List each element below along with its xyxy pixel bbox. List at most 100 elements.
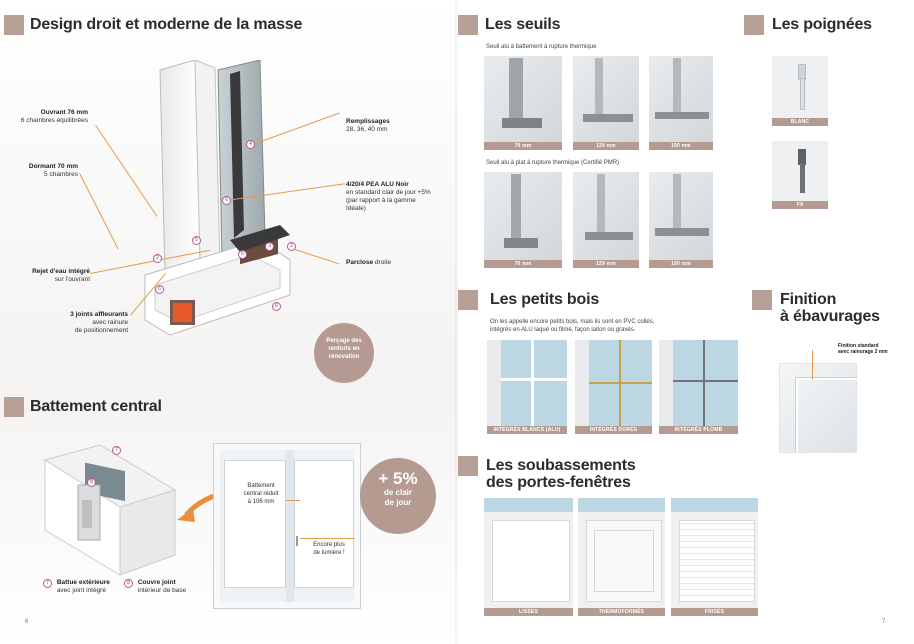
- seuils-row2-caption: Seuil alu à plat à rupture thermique (Ce…: [486, 160, 620, 166]
- seuil-tag: 129 mm: [573, 142, 639, 150]
- callout-title: 3 joints affleurants: [70, 311, 128, 318]
- callout-sub: Idéale): [346, 205, 366, 212]
- badge-line: renforts en: [328, 346, 360, 352]
- section-title-design: Design droit et moderne de la masse: [30, 16, 303, 33]
- battement-illustration: [43, 445, 177, 576]
- section-marker: [458, 290, 478, 310]
- marker-number: 6: [222, 196, 231, 205]
- seuil-image: [484, 172, 562, 260]
- badge-line: rénovation: [328, 354, 360, 360]
- legend-title: Battue extérieure: [56, 579, 110, 586]
- section-marker: [744, 15, 764, 35]
- section-marker: [4, 397, 24, 417]
- petits-bois-tag: INTÉGRÉS PLOMB: [659, 426, 738, 434]
- handle-icon: [296, 536, 298, 546]
- window-mullion: [286, 450, 294, 602]
- title-line: Les soubassements: [486, 457, 636, 474]
- marker-number: 5: [192, 236, 201, 245]
- seuil-tag: 70 mm: [484, 260, 562, 268]
- callout-sub: droite: [373, 259, 392, 266]
- marker-number: 7: [112, 446, 121, 455]
- legend-sub: intérieur de base: [137, 587, 187, 594]
- section-title-battement: Battement central: [30, 398, 162, 415]
- handle-image: [772, 56, 828, 118]
- callout-sub: en standard clair de jour +5%: [346, 189, 431, 196]
- soubassement-tag: FRISÉS: [671, 608, 758, 616]
- callout-ouvrant: Ouvrant 76 mm 6 chambres équilibrées: [10, 109, 88, 125]
- page-number-left: 6: [25, 619, 29, 625]
- section-marker: [458, 15, 478, 35]
- section-title-seuils: Les seuils: [485, 16, 561, 33]
- callout-sub: 6 chambres équilibrées: [20, 117, 88, 124]
- handle-tag: F9: [772, 201, 828, 209]
- section-title-petits-bois: Les petits bois: [490, 291, 600, 308]
- leader-line: [286, 500, 300, 501]
- badge-line: Perçage des: [326, 338, 362, 344]
- callout-title: 4/20/4 PEA ALU Noir: [346, 181, 409, 188]
- battement-label: Battement central réduit à 106 mm: [236, 482, 286, 506]
- legend-number: 8: [124, 579, 133, 588]
- marker-number: 3: [265, 242, 274, 251]
- petits-bois-image: [659, 340, 738, 426]
- section-title-soubassements: Les soubassements des portes-fenêtres: [486, 457, 636, 491]
- window-pane-left: [224, 460, 286, 588]
- text-line: intégrés en ALU laqué ou filmé, façon la…: [490, 327, 636, 333]
- section-title-finition: Finition à ébavurages: [780, 291, 880, 325]
- text-line: central réduit: [243, 491, 279, 497]
- callout-parclose: Parclose droite: [346, 259, 446, 267]
- badge-line: de clair: [383, 488, 412, 497]
- profile-illustration: [144, 60, 291, 336]
- leader-line: [812, 350, 813, 380]
- note-line: Finition standard: [838, 343, 879, 349]
- seuil-tag: 190 mm: [649, 142, 713, 150]
- legend-sub: avec joint intégré: [56, 587, 106, 594]
- page-number-right: 7: [882, 619, 886, 625]
- callout-title: Dormant 70 mm: [28, 163, 78, 170]
- callout-sub: 5 chambres: [44, 171, 78, 178]
- encore-label: Encore plus de lumière !: [306, 541, 352, 557]
- seuil-image: [649, 56, 713, 142]
- text-line: Encore plus: [313, 542, 345, 548]
- callout-pea: 4/20/4 PEA ALU Noir en standard clair de…: [346, 181, 451, 213]
- seuil-image: [484, 56, 562, 142]
- badge-line: de jour: [384, 498, 412, 507]
- text-line: On les appelle encore petits bois, mais …: [490, 319, 655, 325]
- badge-big: + 5%: [378, 469, 418, 488]
- seuil-image: [573, 56, 639, 142]
- callout-title: Rejet d'eau intégré: [32, 268, 90, 275]
- section-marker: [458, 456, 478, 476]
- seuil-image: [573, 172, 639, 260]
- section-title-poignees: Les poignées: [772, 16, 872, 33]
- page-spine: [455, 0, 459, 644]
- handle-image: [772, 141, 828, 201]
- note-line: avec rainurage 2 mm: [838, 349, 888, 355]
- section-marker: [752, 290, 772, 310]
- legend-7: 7 Battue extérieure avec joint intégré: [43, 579, 110, 595]
- petits-bois-image: [575, 340, 652, 426]
- marker-number: 8: [87, 478, 96, 487]
- soubassement-image: [578, 498, 665, 608]
- title-line: des portes-fenêtres: [486, 474, 631, 491]
- seuil-tag: 129 mm: [573, 260, 639, 268]
- marker-number: 2: [287, 242, 296, 251]
- clair-de-jour-badge: + 5% de clair de jour: [360, 458, 436, 534]
- section-marker: [4, 15, 24, 35]
- percage-badge: Perçage des renforts en rénovation: [314, 323, 374, 383]
- seuil-tag: 190 mm: [649, 260, 713, 268]
- callout-sub: avec rainure: [92, 319, 128, 326]
- dimension-line: [300, 538, 355, 539]
- title-line: à ébavurages: [780, 308, 880, 325]
- text-line: à 106 mm: [247, 499, 275, 505]
- soubassement-tag: THERMOFORMÉS: [578, 608, 665, 616]
- callout-joints: 3 joints affleurants avec rainure de pos…: [10, 311, 128, 335]
- marker-number: 6: [238, 250, 247, 259]
- callout-remplissages: Remplissages 28, 36, 40 mm: [346, 118, 446, 134]
- marker-number: 6: [272, 302, 281, 311]
- text-line: de lumière !: [313, 550, 345, 556]
- petits-bois-tag: INTÉGRÉS DORÉS: [575, 426, 652, 434]
- text-line: Battement: [247, 483, 275, 489]
- finition-note: Finition standard avec rainurage 2 mm: [838, 343, 888, 355]
- window-pane-right: [294, 460, 354, 588]
- marker-number: 2: [153, 254, 162, 263]
- petits-bois-image: [487, 340, 567, 426]
